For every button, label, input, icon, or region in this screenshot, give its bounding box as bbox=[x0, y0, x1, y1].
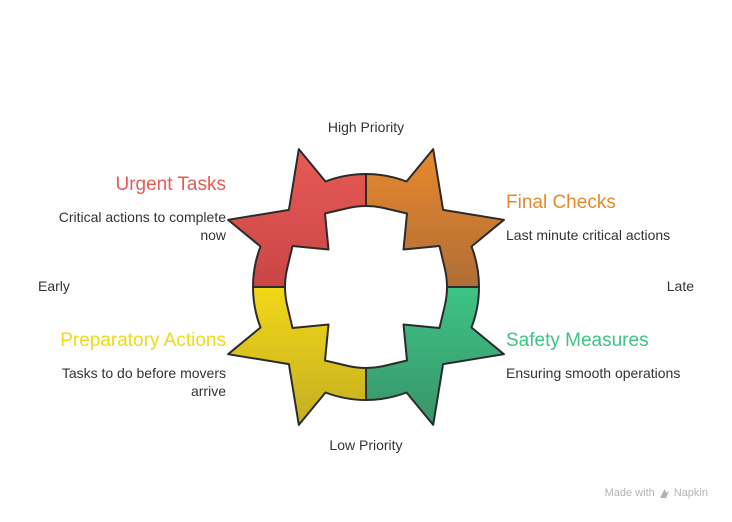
quadrant-desc-line-1: Last minute critical actions bbox=[506, 227, 671, 243]
watermark-made-with: Made with bbox=[604, 487, 655, 499]
ring-segment-final bbox=[365, 148, 505, 288]
napkin-watermark[interactable]: Made with Napkin bbox=[605, 487, 708, 499]
axis-label-top: High Priority bbox=[327, 119, 405, 135]
quadrant-desc-line-2: arrive bbox=[190, 383, 226, 399]
quadrant-title: Urgent Tasks bbox=[115, 174, 226, 195]
quadrant-desc-line-1: Ensuring smooth operations bbox=[506, 365, 681, 381]
axis-label-bottom: Low Priority bbox=[329, 437, 403, 453]
quadrant-title: Safety Measures bbox=[506, 330, 649, 351]
quadrant-final: Final Checks Last minute critical action… bbox=[506, 192, 670, 244]
quadrant-prep: Preparatory Actions Tasks to do before m… bbox=[60, 330, 226, 400]
quadrant-urgent: Urgent Tasks Critical actions to complet… bbox=[59, 174, 226, 244]
ring-segment-urgent bbox=[227, 148, 367, 288]
axis-label-left: Early bbox=[38, 278, 70, 294]
axis-label-right: Late bbox=[666, 278, 694, 294]
quadrant-safety: Safety Measures Ensuring smooth operatio… bbox=[506, 330, 680, 382]
watermark-brand: Napkin bbox=[673, 487, 708, 499]
quadrant-desc-line-1: Tasks to do before movers bbox=[61, 365, 226, 381]
ring-segment-safety bbox=[365, 286, 505, 426]
ring-segment-prep bbox=[227, 286, 367, 426]
quadrant-desc-line-2: now bbox=[200, 227, 226, 243]
quadrant-title: Final Checks bbox=[506, 192, 616, 213]
napkin-logo-icon bbox=[659, 488, 669, 498]
quadrant-desc-line-1: Critical actions to complete bbox=[58, 209, 226, 225]
quadrant-title: Preparatory Actions bbox=[60, 330, 226, 351]
